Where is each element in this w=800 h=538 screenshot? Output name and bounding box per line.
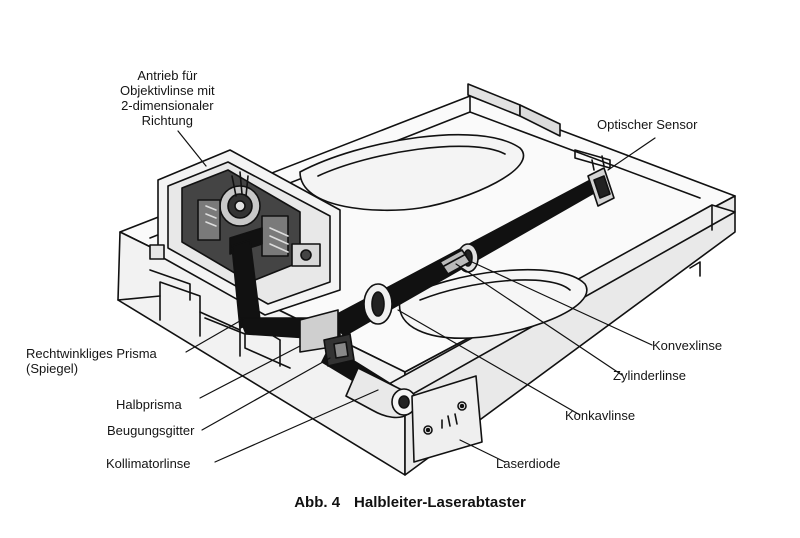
label-laser-diode: Laserdiode xyxy=(496,456,561,471)
label-collimator-lens: Kollimatorlinse xyxy=(106,456,191,471)
objective-lens-drive xyxy=(149,149,341,316)
figure-number: Abb. 4 xyxy=(294,494,341,511)
label-diffraction-grating: Beugungsgitter xyxy=(107,423,195,438)
label-half-prism: Halbprisma xyxy=(116,397,182,412)
leader-cylinder-lens xyxy=(455,263,623,376)
laser-diode-plate xyxy=(411,375,483,463)
label-optical-sensor: Optischer Sensor xyxy=(597,117,698,132)
leader-lines xyxy=(177,130,656,463)
leader-right-angle-prism xyxy=(185,317,246,353)
leader-concave-lens xyxy=(397,309,581,416)
leader-collimator-lens xyxy=(214,389,379,463)
leader-diffraction-grating xyxy=(201,357,331,431)
leader-convex-lens xyxy=(471,261,653,346)
label-cylinder-lens: Zylinderlinse xyxy=(613,368,686,383)
label-concave-lens: Konkavlinse xyxy=(565,408,636,423)
collimator-lens-tube xyxy=(345,367,417,419)
label-convex-lens: Konvexlinse xyxy=(652,338,723,353)
leader-laser-diode xyxy=(459,439,506,463)
figure-caption: Abb. 4 Halbleiter-Laserabtaster xyxy=(200,494,620,511)
leader-drive xyxy=(177,130,207,167)
leader-optical-sensor xyxy=(607,137,656,171)
concave-lens-shape xyxy=(363,283,393,325)
label-drive: Antrieb für Objektivlinse mit 2-dimensio… xyxy=(120,68,215,128)
optical-sensor-shape xyxy=(587,155,615,207)
leader-half-prism xyxy=(199,345,301,399)
label-right-angle-prism: Rechtwinkliges Prisma (Spiegel) xyxy=(26,346,157,376)
figure-title: Halbleiter-Laserabtaster xyxy=(354,494,526,511)
half-prism-shape xyxy=(323,333,355,367)
cylinder-lens-shape xyxy=(439,249,471,275)
